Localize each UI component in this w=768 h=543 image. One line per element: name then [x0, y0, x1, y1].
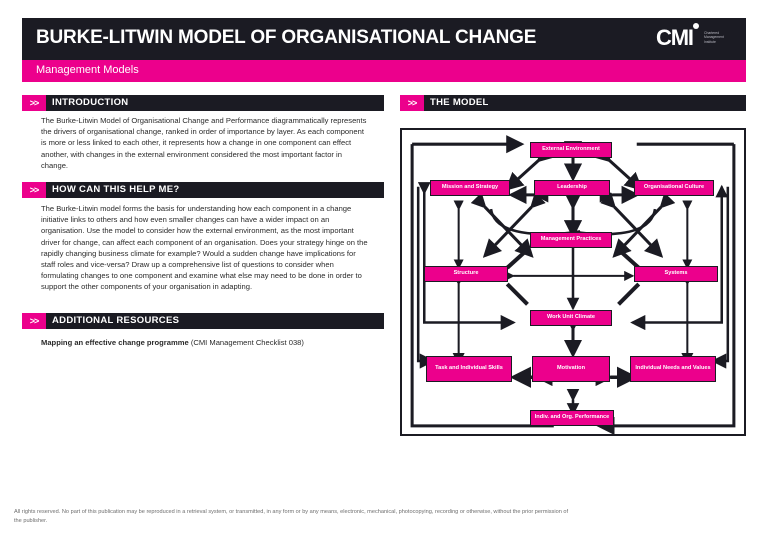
section-header-model: >> THE MODEL	[400, 95, 746, 111]
chevron-icon: >>	[22, 95, 46, 111]
diagram-box-individual-needs-and-values[interactable]: Individual Needs and Values	[630, 356, 716, 382]
section-title-resources: ADDITIONAL RESOURCES	[52, 315, 180, 326]
page-title: BURKE-LITWIN MODEL OF ORGANISATIONAL CHA…	[36, 27, 537, 48]
burke-litwin-diagram: External Environment Mission and Strateg…	[400, 128, 746, 436]
cmi-logo: CMI Chartered Management Institute	[656, 23, 730, 57]
diagram-box-systems[interactable]: Systems	[634, 266, 718, 282]
section-title-introduction: INTRODUCTION	[52, 97, 129, 108]
footer-copyright: All rights reserved. No part of this pub…	[14, 509, 569, 524]
help-body: The Burke-Litwin model forms the basis f…	[41, 204, 368, 292]
cmi-logo-mark: CMI	[656, 25, 694, 50]
diagram-box-work-unit-climate[interactable]: Work Unit Climate	[530, 310, 612, 326]
diagram-box-structure[interactable]: Structure	[424, 266, 508, 282]
diagram-box-external-environment[interactable]: External Environment	[530, 142, 612, 158]
diagram-box-management-practices[interactable]: Management Practices	[530, 232, 612, 248]
resource-item-title: Mapping an effective change programme	[41, 338, 189, 347]
diagram-box-leadership[interactable]: Leadership	[534, 180, 610, 196]
resource-item[interactable]: Mapping an effective change programme (C…	[41, 337, 371, 348]
subtitle-bar: Management Models	[22, 60, 746, 82]
diagram-box-indiv-and-org-performance[interactable]: Indiv. and Org. Performance	[530, 410, 614, 426]
section-title-model: THE MODEL	[430, 97, 489, 108]
introduction-body: The Burke-Litwin Model of Organisational…	[41, 116, 367, 170]
section-title-help: HOW CAN THIS HELP ME?	[52, 184, 180, 195]
chevron-icon: >>	[400, 95, 424, 111]
chevron-icon: >>	[22, 313, 46, 329]
diagram-box-task-and-individual-skills[interactable]: Task and Individual Skills	[426, 356, 512, 382]
resource-item-note: (CMI Management Checklist 038)	[190, 338, 304, 347]
section-header-introduction: >> INTRODUCTION	[22, 95, 384, 111]
subtitle-text: Management Models	[36, 64, 139, 76]
section-header-help: >> HOW CAN THIS HELP ME?	[22, 182, 384, 198]
chevron-icon: >>	[22, 182, 46, 198]
section-header-resources: >> ADDITIONAL RESOURCES	[22, 313, 384, 329]
cmi-logo-subtext: Chartered Management Institute	[704, 31, 724, 44]
cmi-logo-dot-icon	[693, 23, 699, 29]
diagram-box-organisational-culture[interactable]: Organisational Culture	[634, 180, 714, 196]
diagram-box-motivation[interactable]: Motivation	[532, 356, 610, 382]
masthead: BURKE-LITWIN MODEL OF ORGANISATIONAL CHA…	[22, 18, 746, 60]
diagram-box-mission-and-strategy[interactable]: Mission and Strategy	[430, 180, 510, 196]
diagram-connectors	[410, 135, 736, 434]
